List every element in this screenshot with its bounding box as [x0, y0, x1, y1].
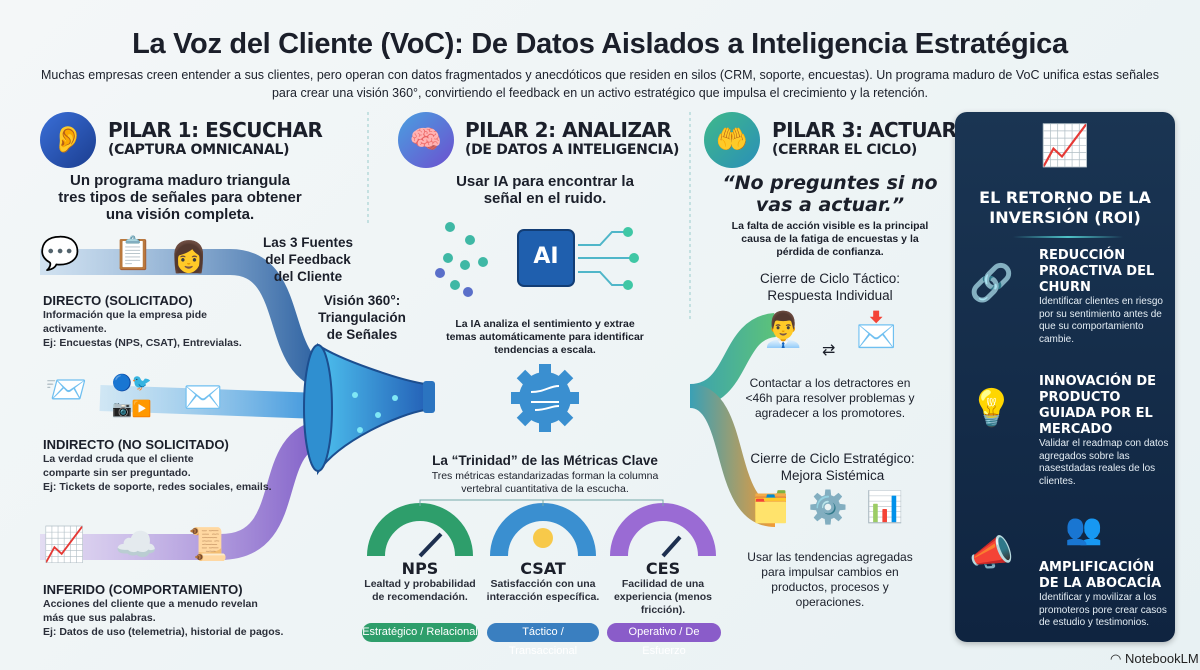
ear-icon: 👂 [40, 112, 96, 168]
social-media-icons: 🔵🐦📷▶️ [112, 373, 152, 418]
cloud-network-icon: ☁️ [115, 525, 158, 565]
funnel-icon [303, 343, 435, 476]
pillar1-subtitle: (CAPTURA OMNICANAL) [108, 142, 290, 158]
gear-icon [511, 364, 579, 432]
source-desc: La verdad cruda que el cliente comparte … [43, 453, 194, 479]
pillar3-title: PILAR 3: ACTUAR [772, 118, 957, 142]
pillar1-lead: Un programa maduro triangula tres tipos … [58, 172, 302, 223]
broken-chain-icon: 🔗 [969, 263, 1014, 304]
metric-desc: Lealtad y probabilidad de recomendación. [364, 578, 476, 603]
roi-item-title: REDUCCIÓN PROACTIVA DEL CHURN [1039, 248, 1155, 295]
lightbulb-icon: 💡 [969, 388, 1014, 429]
roi-title: EL RETORNO DE LA INVERSIÓN (ROI) [979, 188, 1151, 227]
person-icon: 👩 [170, 240, 208, 275]
roi-item-churn: REDUCCIÓN PROACTIVA DEL CHURN Identifica… [1039, 248, 1171, 346]
metric-nps: NPS Lealtad y probabilidad de recomendac… [362, 560, 478, 604]
trinity-title: La “Trinidad” de las Métricas Clave [432, 453, 658, 468]
ai-chip-icon [435, 222, 639, 297]
tag-tactical: Táctico / Transaccional [487, 623, 599, 657]
pillar3-subtitle: (CERRAR EL CICLO) [772, 142, 918, 158]
dashboard-gauge-icon: 📊 [866, 490, 904, 525]
trinity-desc: Tres métricas estandarizadas forman la c… [431, 470, 659, 495]
roi-panel: 📈 EL RETORNO DE LA INVERSIÓN (ROI) 🔗 RED… [955, 112, 1175, 642]
brand-name: NotebookLM [1124, 651, 1199, 666]
source-desc: Acciones del cliente que a menudo revela… [43, 598, 258, 624]
megaphone-icon: 📣 [969, 533, 1014, 574]
tactical-title: Cierre de Ciclo Táctico: Respuesta Indiv… [759, 271, 901, 303]
pillar3-quote: “No preguntes si no vas a actuar.” [722, 172, 938, 216]
roi-item-desc: Identificar clientes en riesgo por su se… [1039, 296, 1163, 345]
source-title: DIRECTO (SOLICITADO) [43, 293, 193, 308]
roi-item-desc: Identificar y movilizar a los promoteros… [1039, 592, 1167, 628]
people-group-icon: 👥 [1065, 512, 1103, 547]
pillar2-subtitle: (DE DATOS A INTELIGENCIA) [465, 142, 680, 158]
metric-csat: CSAT Satisfacción con una interacción es… [485, 560, 601, 604]
divider [1013, 236, 1123, 238]
roi-item-innovation: INNOVACIÓN DE PRODUCTO GUIADA POR EL MER… [1039, 374, 1171, 488]
metric-ces: CES Facilidad de una experiencia (menos … [605, 560, 721, 617]
source-desc: Información que la empresa pide activame… [43, 309, 207, 335]
chat-bubbles-icon: 💬 [40, 234, 80, 272]
inferred-flow [40, 419, 328, 560]
pillar1-title: PILAR 1: ESCUCHAR [108, 118, 323, 142]
tag-operational: Operativo / De Esfuerzo [607, 623, 721, 657]
process-flow-icon: 🗂️ [752, 490, 790, 525]
pillar2-lead: Usar IA para encontrar la señal en el ru… [456, 173, 634, 207]
roi-item-desc: Validar el readmap con datos agregados s… [1039, 438, 1169, 487]
document-list-icon: 📜 [188, 525, 228, 563]
source-example: Ej: Datos de uso (telemetria), historial… [43, 626, 284, 638]
metric-name: CSAT [520, 559, 566, 578]
roi-item-advocacy: AMPLIFICACIÓN DE LA ABOCACÍA Identificar… [1039, 560, 1171, 630]
quote-desc: La falta de acción visible es la princip… [731, 220, 929, 258]
exchange-arrows-icon: ⇄ [822, 340, 836, 359]
sources-label: Las 3 Fuentes del Feedback del Cliente [262, 235, 354, 284]
roi-item-title: AMPLIFICACIÓN DE LA ABOCACÍA [1039, 560, 1162, 591]
source-inferred: INFERIDO (COMPORTAMIENTO) Acciones del c… [43, 582, 303, 639]
envelope-clock-icon: 📨 [45, 370, 88, 410]
ai-chip-label: AI [533, 244, 559, 269]
metric-desc: Facilidad de una experiencia (menos fric… [613, 578, 713, 616]
metric-name: CES [645, 559, 681, 578]
vision-label: Visión 360°: Triangulación de Señales [318, 293, 406, 342]
clipboard-icon: 📋 [113, 234, 153, 272]
source-example: Ej: Encuestas (NPS, CSAT), Entrevialas. [43, 337, 242, 349]
agent-phone-icon: 👨‍💼 [762, 310, 805, 350]
indirect-flow [99, 385, 321, 419]
strategic-title: Cierre de Ciclo Estratégico: Mejora Sist… [750, 451, 915, 483]
growth-chart-icon: 📈 [1040, 123, 1090, 169]
page-subtitle: Muchas empresas creen entender a sus cli… [41, 68, 1159, 100]
brain-icon: 🧠 [398, 112, 454, 168]
analytics-dashboard-icon: 📈 [43, 525, 86, 565]
ai-description: La IA analiza el sentimiento y extrae te… [446, 318, 644, 356]
page-title: La Voz del Cliente (VoC): De Datos Aisla… [132, 28, 1068, 60]
tag-strategic: Estratégico / Relacional [362, 623, 478, 642]
roi-item-title: INNOVACIÓN DE PRODUCTO GUIADA POR EL MER… [1039, 374, 1157, 437]
email-icon: ✉️ [183, 378, 223, 416]
source-direct: DIRECTO (SOLICITADO) Información que la … [43, 293, 273, 350]
envelope-chart-icon: 📩 [855, 310, 898, 350]
gauges [367, 499, 716, 558]
source-indirect: INDIRECTO (NO SOLICITADO) La verdad crud… [43, 437, 283, 494]
source-title: INFERIDO (COMPORTAMIENTO) [43, 582, 243, 597]
source-title: INDIRECTO (NO SOLICITADO) [43, 437, 229, 452]
metric-desc: Satisfacción con una interacción específ… [486, 578, 600, 603]
metric-name: NPS [401, 559, 439, 578]
source-example: Ej: Tickets de soporte, redes sociales, … [43, 481, 272, 493]
pillar2-title: PILAR 2: ANALIZAR [465, 118, 672, 142]
brand-logo: ◠ NotebookLM [1110, 651, 1199, 666]
gear-wrench-icon: ⚙️ [808, 488, 848, 526]
strategic-flow [688, 384, 777, 527]
strategic-desc: Usar las tendencias agregadas para impul… [747, 550, 913, 609]
tactical-desc: Contactar a los detractores en <46h para… [745, 376, 915, 420]
hand-light-icon: 🤲 [704, 112, 760, 168]
